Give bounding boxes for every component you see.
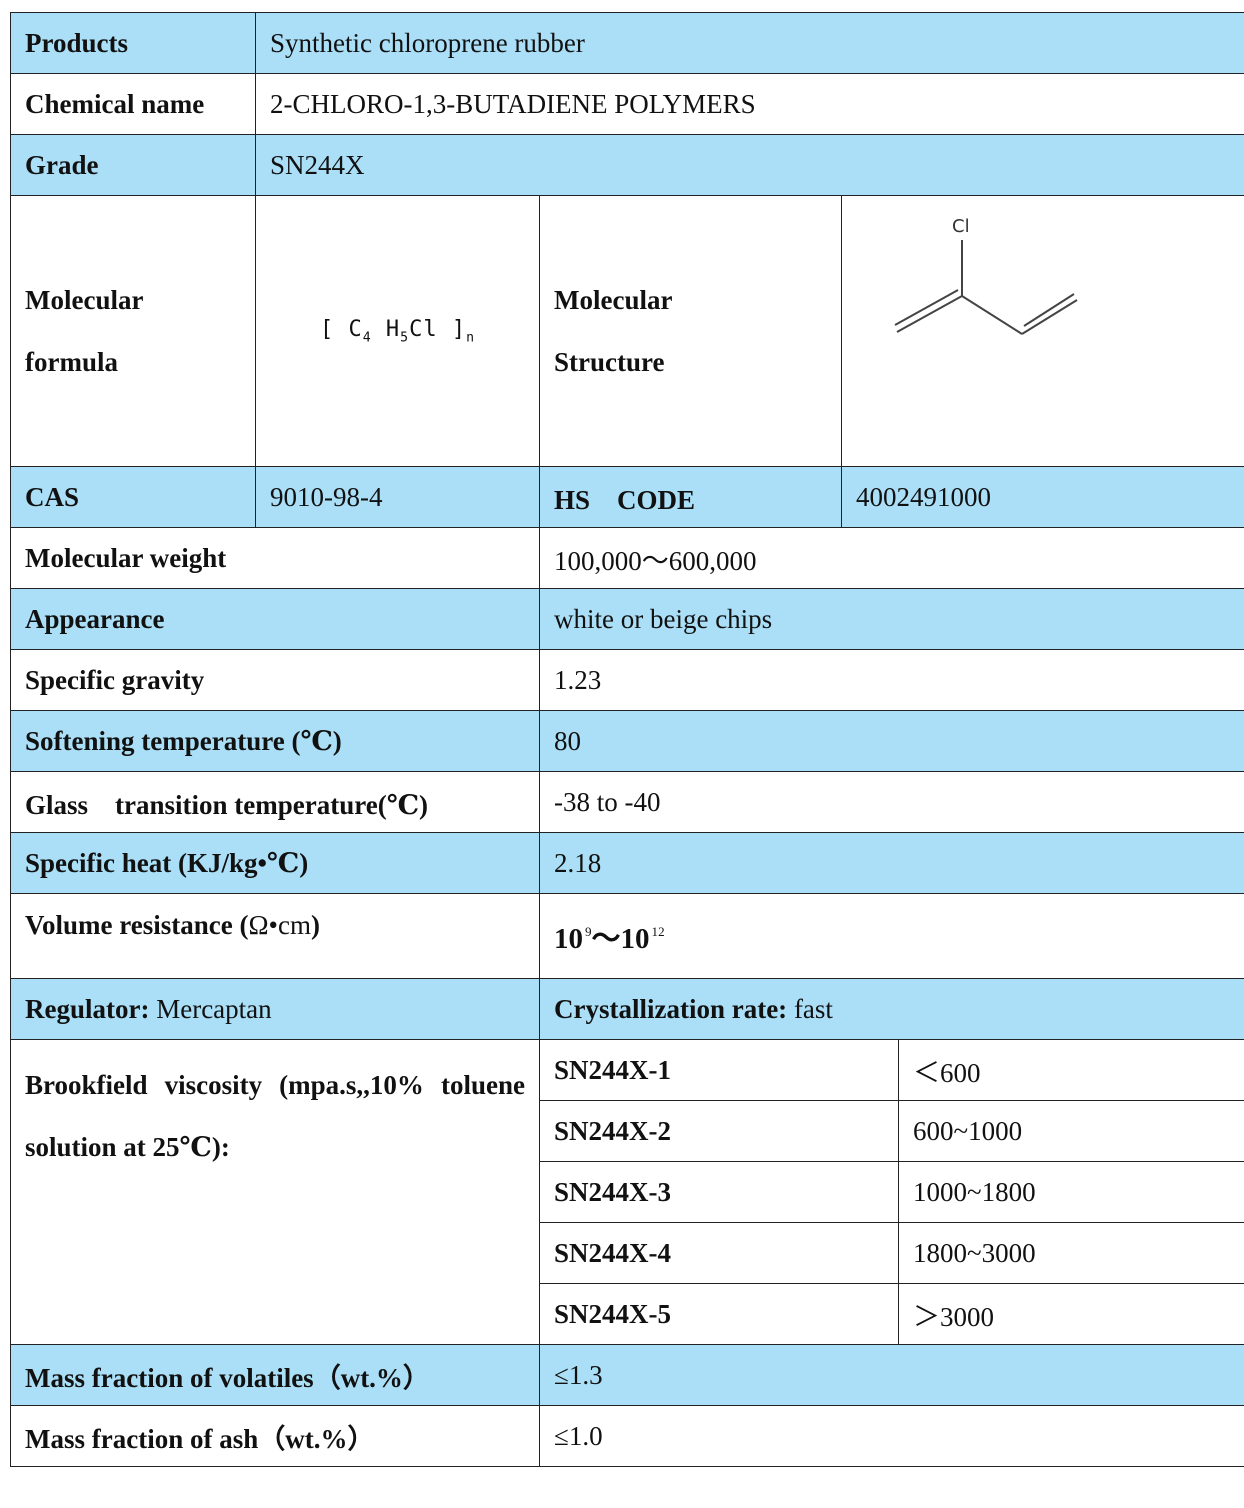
softening-temperature-label: Softening temperature (℃) — [10, 710, 540, 772]
crystallization-rate-label: Crystallization rate: — [554, 993, 788, 1024]
structure-bond — [896, 295, 963, 333]
appearance-label: Appearance — [10, 588, 540, 650]
structure-diagram: Cl — [894, 216, 1078, 335]
specific-gravity-value: 1.23 — [538, 649, 1244, 711]
hs-code-value: 4002491000 — [840, 466, 1244, 528]
specific-heat-value: 2.18 — [538, 832, 1244, 894]
products-value: Synthetic chloroprene rubber — [254, 12, 1244, 74]
row-softening-temperature: Softening temperature (℃) 80 — [10, 710, 1244, 772]
brookfield-grade-value: 1800~3000 — [897, 1222, 1244, 1284]
row-glass-transition: Glass transition temperature(℃) -38 to -… — [10, 771, 1244, 833]
specific-heat-label: Specific heat (KJ/kg•℃) — [10, 832, 540, 894]
row-brookfield-5: SN244X-5 ＞3000 — [11, 1283, 1244, 1345]
structure-bond — [1021, 299, 1078, 335]
grade-value: SN244X — [254, 134, 1244, 196]
appearance-value: white or beige chips — [538, 588, 1244, 650]
hs-code-label: HS CODE — [539, 466, 842, 528]
chemical-name-value: 2-CHLORO-1,3-BUTADIENE POLYMERS — [254, 73, 1244, 135]
ash-label: Mass fraction of ash（wt.%） — [10, 1405, 540, 1467]
row-brookfield-4: SN244X-4 1800~3000 — [11, 1222, 1244, 1284]
chemical-name-label: Chemical name — [10, 73, 256, 135]
cas-label: CAS — [10, 466, 256, 528]
brookfield-grade-value: ＞3000 — [897, 1283, 1244, 1345]
row-specific-gravity: Specific gravity 1.23 — [10, 649, 1244, 711]
brookfield-grade-value: 1000~1800 — [897, 1161, 1244, 1223]
brookfield-grade-name: SN244X-4 — [539, 1222, 899, 1284]
crystallization-rate-cell: Crystallization rate: fast — [538, 978, 1244, 1040]
cas-value: 9010-98-4 — [255, 466, 540, 528]
row-cas: CAS 9010-98-4 HS CODE 4002491000 — [10, 466, 1244, 528]
brookfield-grade-name: SN244X-2 — [539, 1100, 899, 1162]
structure-bond — [894, 289, 959, 326]
row-grade: Grade SN244X — [10, 134, 1244, 196]
regulator-label: Regulator: — [25, 993, 150, 1024]
regulator-cell: Regulator: Mercaptan — [10, 978, 540, 1040]
volatiles-value: ≤1.3 — [538, 1344, 1244, 1406]
structure-cl-atom: Cl — [952, 216, 970, 237]
spec-table: Products Synthetic chloroprene rubber Ch… — [10, 12, 1244, 1467]
brookfield-grade-value: ＜600 — [897, 1039, 1244, 1101]
structure-bond — [1023, 293, 1075, 327]
softening-temperature-value: 80 — [538, 710, 1244, 772]
ash-value: ≤1.0 — [538, 1405, 1244, 1467]
brookfield-grade-name: SN244X-1 — [539, 1039, 899, 1101]
row-appearance: Appearance white or beige chips — [10, 588, 1244, 650]
products-label: Products — [10, 12, 256, 74]
molecular-formula-label: Molecular formula — [10, 195, 256, 467]
molecular-weight-label: Molecular weight — [10, 527, 540, 589]
volume-resistance-label: Volume resistance (Ω•cm) — [10, 893, 540, 979]
row-regulator: Regulator: Mercaptan Crystallization rat… — [10, 978, 1244, 1040]
brookfield-grade-name: SN244X-3 — [539, 1161, 899, 1223]
row-molecular: Molecular formula [ C4 H5Cl ]n Molecular… — [10, 195, 1244, 467]
brookfield-grade-name: SN244X-5 — [539, 1283, 899, 1345]
row-chemical-name: Chemical name 2-CHLORO-1,3-BUTADIENE POL… — [10, 73, 1244, 135]
glass-transition-label: Glass transition temperature(℃) — [10, 771, 540, 833]
molecular-formula-value: [ C4 H5Cl ]n — [255, 195, 540, 467]
glass-transition-value: -38 to -40 — [538, 771, 1244, 833]
row-brookfield-3: SN244X-3 1000~1800 — [11, 1161, 1244, 1223]
row-volatiles: Mass fraction of volatiles（wt.%） ≤1.3 — [10, 1344, 1244, 1406]
structure-bond — [961, 295, 1023, 335]
brookfield-viscosity-label: Brookfield viscosity (mpa.s,,10% toluene… — [10, 1039, 540, 1345]
regulator-value: Mercaptan — [156, 993, 272, 1024]
brookfield-grade-value: 600~1000 — [897, 1100, 1244, 1162]
molecular-structure-drawing: Cl — [840, 195, 1244, 467]
row-ash: Mass fraction of ash（wt.%） ≤1.0 — [10, 1405, 1244, 1467]
specific-gravity-label: Specific gravity — [10, 649, 540, 711]
volatiles-label: Mass fraction of volatiles（wt.%） — [10, 1344, 540, 1406]
molecular-weight-value: 100,000～600,000 — [538, 527, 1244, 589]
molecular-structure-label: Molecular Structure — [539, 195, 842, 467]
row-brookfield-1: Brookfield viscosity (mpa.s,,10% toluene… — [10, 1039, 1244, 1345]
grade-label: Grade — [10, 134, 256, 196]
row-brookfield-2: SN244X-2 600~1000 — [11, 1100, 1244, 1162]
row-specific-heat: Specific heat (KJ/kg•℃) 2.18 — [10, 832, 1244, 894]
row-molecular-weight: Molecular weight 100,000～600,000 — [10, 527, 1244, 589]
crystallization-rate-value: fast — [793, 993, 833, 1024]
row-products: Products Synthetic chloroprene rubber — [10, 12, 1244, 74]
